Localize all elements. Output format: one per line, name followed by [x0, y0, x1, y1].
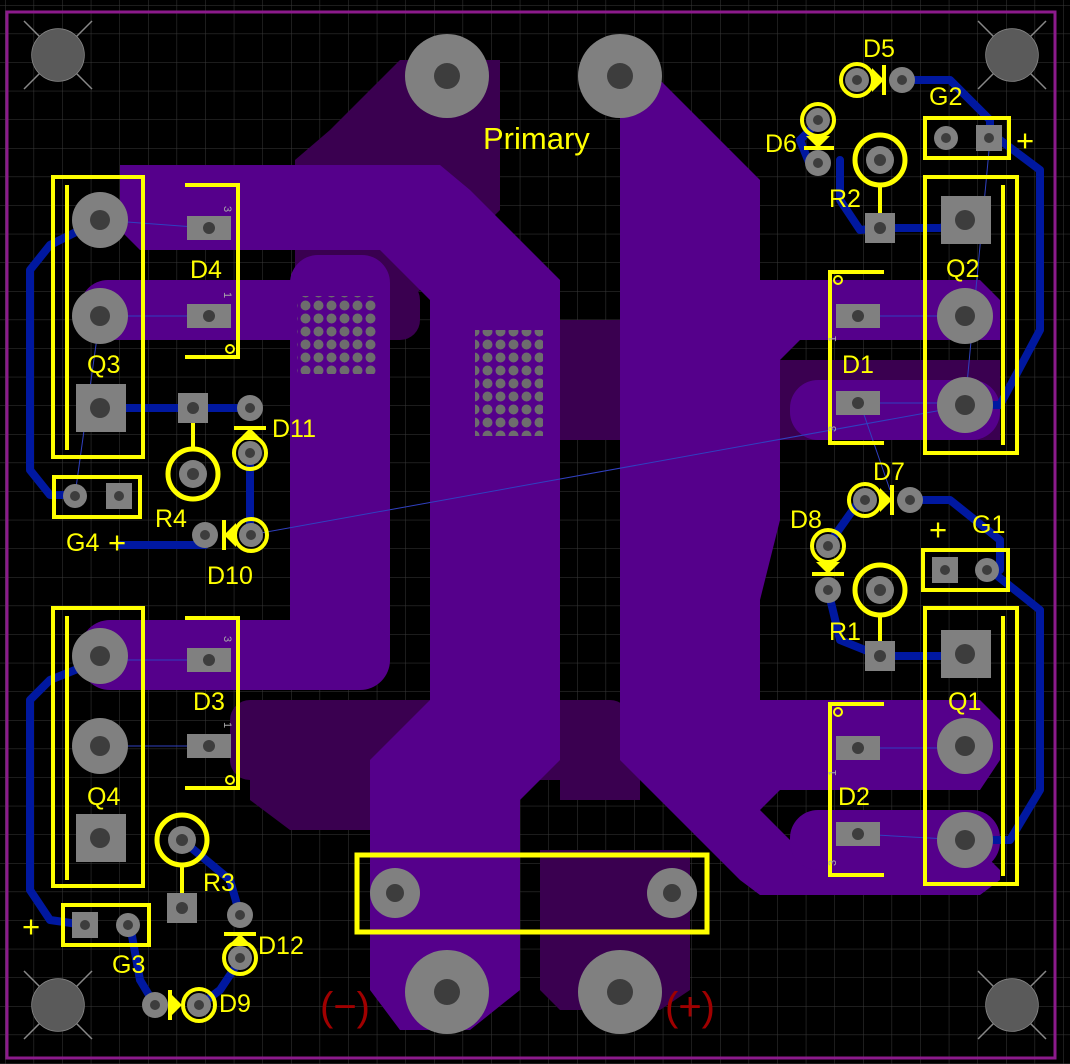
pin-3-d2: 3: [827, 860, 839, 866]
pin-1-d3: 1: [221, 722, 233, 728]
label-q4: Q4: [87, 783, 120, 811]
diode-d3: [185, 616, 240, 790]
label-d8: D8: [790, 506, 822, 534]
label-r4: R4: [155, 505, 187, 533]
diode-d2: [828, 702, 884, 877]
pin-3-d1: 3: [827, 426, 839, 432]
label-q2: Q2: [946, 255, 979, 283]
label-d10: D10: [207, 562, 253, 590]
label-d6: D6: [765, 130, 797, 158]
via-array-center: [475, 330, 543, 436]
positive-polarity-mark: (+): [665, 985, 715, 1029]
g1-plus-sign: +: [929, 512, 947, 547]
label-d3: D3: [193, 688, 225, 716]
negative-polarity-mark: (−): [320, 985, 370, 1029]
small-parts: [52, 62, 1011, 1023]
terminal-pads: [405, 34, 662, 1034]
label-g1: G1: [972, 511, 1005, 539]
pin-1-d2: 1: [827, 770, 839, 776]
diode-d1: [828, 270, 884, 445]
polarity-marks: (−) (+): [320, 985, 715, 1029]
label-g3: G3: [112, 951, 145, 979]
g4-plus-sign: +: [108, 525, 126, 560]
g3-plus-sign: +: [22, 909, 40, 944]
label-d7: D7: [873, 458, 905, 486]
label-g4: G4: [66, 529, 99, 557]
pin-1-d4: 1: [221, 292, 233, 298]
output-connector: [354, 852, 710, 935]
pin-1-d1: 1: [827, 336, 839, 342]
mounting-holes: [23, 20, 1047, 1040]
label-q1: Q1: [948, 688, 981, 716]
label-d5: D5: [863, 35, 895, 63]
pin-3-d3: 3: [221, 636, 233, 642]
label-d4: D4: [190, 256, 222, 284]
label-d11: D11: [272, 415, 316, 443]
g2-plus-sign: +: [1016, 123, 1034, 158]
transistor-q3: [51, 175, 145, 459]
transistor-q4: [51, 606, 145, 888]
via-array-left: [297, 296, 377, 374]
diode-d4: [185, 183, 240, 359]
label-d1: D1: [842, 351, 874, 379]
pin-number-marks: 3 1 3 1 1 3 1 3: [221, 206, 839, 866]
label-g2: G2: [929, 83, 962, 111]
transistor-q2: [923, 175, 1019, 455]
label-r2: R2: [829, 185, 861, 213]
reference-designators: Primary D4 Q3 D11 R4 G4 D10 D3 Q4 R3 D12…: [66, 35, 1005, 1018]
label-d2: D2: [838, 783, 870, 811]
label-d12: D12: [258, 932, 304, 960]
label-q3: Q3: [87, 351, 120, 379]
label-r3: R3: [203, 869, 235, 897]
label-r1: R1: [829, 618, 861, 646]
transistor-q1: [923, 606, 1019, 886]
top-copper: [80, 65, 1000, 1030]
net-label-primary: Primary: [483, 121, 590, 156]
pin-3-d4: 3: [221, 206, 233, 212]
board-outline: [5, 10, 1057, 1060]
plus-signs: + + + +: [22, 123, 1034, 944]
label-d9: D9: [219, 990, 251, 1018]
